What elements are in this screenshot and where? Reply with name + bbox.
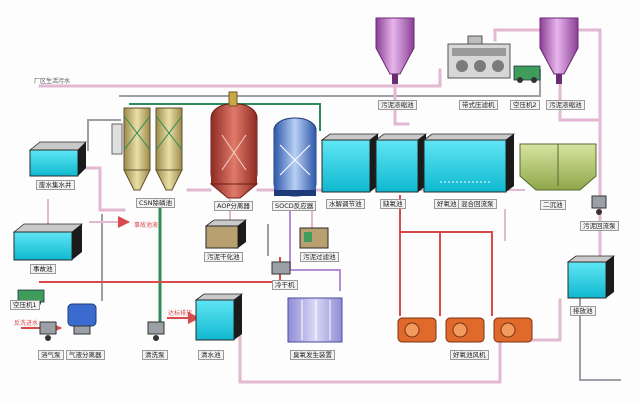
blower-1 — [397, 317, 437, 343]
aeration-blowers — [397, 317, 533, 343]
chiller — [271, 261, 291, 275]
mix-reflux-label: 混合回流泵 — [458, 199, 497, 209]
plant-drain-label: 厂区生活污水 — [34, 78, 71, 85]
belt-press — [447, 35, 511, 79]
cleaning-pump-label: 清洗泵 — [142, 350, 168, 360]
compressor-2-label: 空压机2 — [510, 100, 540, 110]
discharge-tank — [566, 255, 616, 299]
gas-separator — [67, 303, 97, 335]
gas-pump — [39, 321, 57, 341]
emergency-tank — [12, 223, 84, 261]
cleaning-pump — [147, 321, 165, 341]
csn-tower — [111, 107, 183, 191]
sludge-thickener-right-label: 污泥浓缩池 — [546, 100, 585, 110]
discharge-tank-label: 排放池 — [570, 306, 596, 316]
sludge-dry-label: 污泥干化池 — [204, 252, 243, 262]
sludge-dry-tank — [204, 219, 248, 249]
treated-water-note: 达标排放 — [168, 310, 193, 317]
pipe-sludge-left — [393, 74, 410, 126]
sludge-filter-tank — [299, 227, 329, 249]
anoxic-tank — [374, 133, 428, 193]
sludge-return-pump-label: 污泥回流泵 — [580, 221, 619, 231]
sludge-thickener-left — [375, 17, 415, 84]
sludge-filter-label: 污泥过滤池 — [300, 252, 339, 262]
pipe-green-top — [229, 103, 321, 131]
gas-pump-label: 溶气泵 — [38, 350, 64, 360]
pipe-ozone-feed — [289, 204, 341, 291]
backwash-note: 反洗进水 — [14, 320, 39, 327]
anoxic-label: 缺氧池 — [380, 199, 406, 209]
secondary-clarifier — [519, 143, 597, 191]
hydrolysis-label: 水解调节池 — [326, 199, 365, 209]
to-emergency-note: 事故池液 — [134, 222, 159, 229]
aop-separator — [209, 91, 259, 199]
clarifier-label: 二沉池 — [540, 200, 566, 210]
socd-label: SOCD反应器 — [272, 201, 317, 211]
air-compressor-2 — [513, 65, 541, 83]
socd-reactor — [273, 117, 317, 197]
aerobic-tank — [422, 133, 516, 193]
collect-well-label: 废水集水井 — [36, 180, 75, 190]
hydrolysis-tank — [320, 133, 380, 193]
csn-label: CSN除磷池 — [136, 198, 176, 208]
blower-2 — [445, 317, 485, 343]
pipe-collect-to-csn — [76, 166, 126, 212]
clean-water-label: 清水池 — [198, 350, 224, 360]
emergency-tank-label: 事故池 — [30, 264, 56, 274]
sludge-thickener-left-label: 污泥浓缩池 — [378, 100, 417, 110]
compressor-1-label: 空压机1 — [10, 300, 40, 310]
pipe-bottom-return — [238, 308, 502, 384]
sludge-return-pump — [591, 195, 607, 215]
gas-separator-label: 气液分离器 — [66, 350, 105, 360]
ozone-generator — [287, 297, 343, 343]
clean-water-tank — [194, 293, 244, 341]
ozone-label: 臭氧发生装置 — [290, 350, 335, 360]
sludge-thickener-right — [539, 17, 579, 84]
aop-label: AOP分离器 — [214, 201, 253, 211]
wastewater-collect-well — [28, 141, 87, 177]
chiller-label: 冷干机 — [272, 280, 298, 290]
blower-label: 好氧池风机 — [450, 350, 489, 360]
blower-3 — [493, 317, 533, 343]
belt-press-label: 带式压滤机 — [459, 100, 498, 110]
aerobic-label: 好氧池 — [434, 199, 460, 209]
pipe-aeration-loop — [399, 231, 493, 316]
